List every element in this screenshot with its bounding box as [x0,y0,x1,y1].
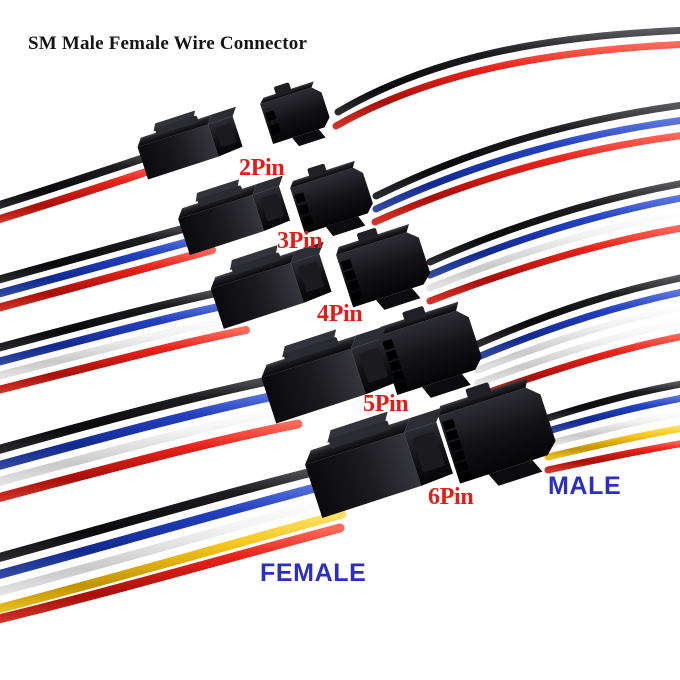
connector-female-4pin [210,241,332,329]
bundle-6pin-right [544,380,680,474]
connector-female-2pin [137,106,243,180]
connector-male-2pin [260,81,330,147]
pin-label-6pin: 6Pin [428,484,474,510]
pin-label-2pin: 2Pin [239,155,285,181]
female-connectors [137,106,453,518]
pin-label-5pin: 5Pin [363,391,409,417]
page-title: SM Male Female Wire Connector [28,33,308,54]
bundle-6pin-left [0,461,347,624]
connector-female-6pin [305,407,453,518]
bundle-4pin-left [0,284,250,394]
female-label: FEMALE [260,559,367,587]
male-label: MALE [548,472,622,500]
pin-label-3pin: 3Pin [277,228,323,254]
wire-bundles-left [0,146,347,624]
bundle-4pin-right [426,180,680,305]
connector-male-5pin [378,301,482,398]
bundle-5pin-left [0,371,303,503]
connector-female-3pin [178,175,291,256]
male-connectors [260,81,556,486]
pin-label-4pin: 4Pin [317,301,363,327]
connector-female-5pin [261,325,396,424]
connector-male-3pin [290,160,373,237]
connector-male-6pin [438,377,556,486]
bundle-3pin-right [371,101,680,226]
connector-male-4pin [336,224,431,310]
bundle-2pin-right [332,26,680,130]
wire-bundles-right [332,26,680,474]
